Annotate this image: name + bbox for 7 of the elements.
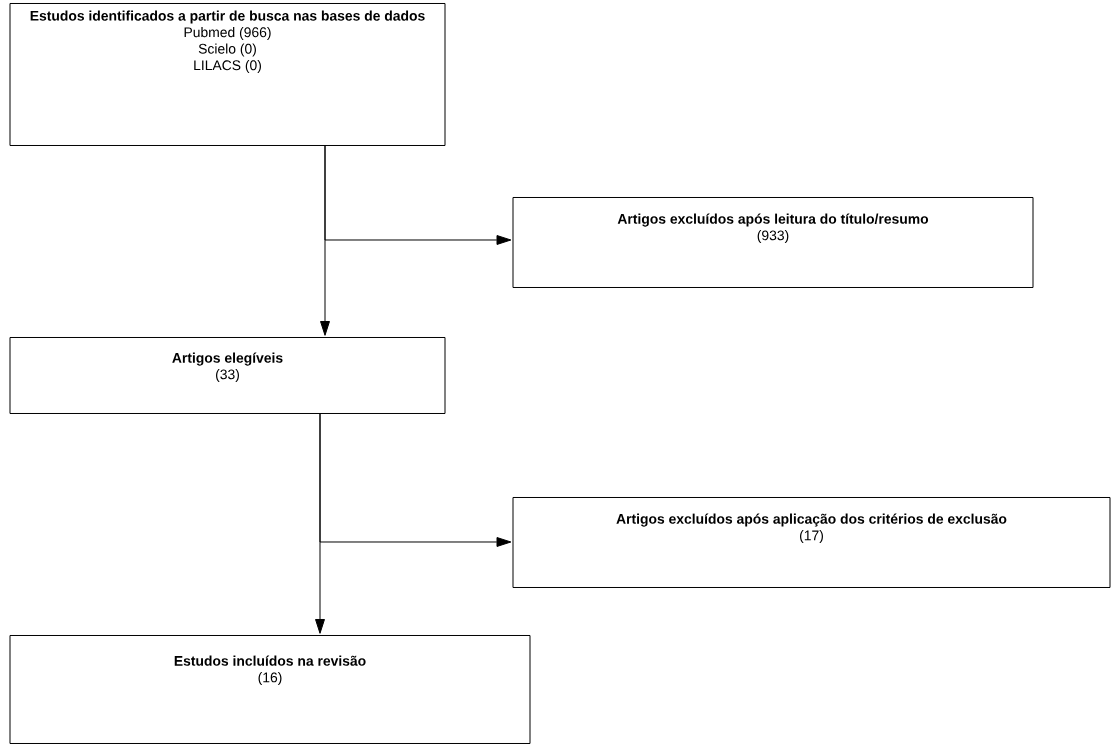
process-box: Artigos excluídos após aplicação dos critérios de exclusão (17) [512, 497, 1111, 588]
process-box: Estudos identificados a partir de busca nas bases de dados Pubmed (966) Scielo (0) LILACS (0) [9, 3, 446, 146]
arrow [324, 145, 512, 245]
arrow [319, 413, 512, 547]
process-box: Artigos elegíveis (33) [9, 337, 446, 414]
process-box: Artigos excluídos após leitura do título/resumo (933) [512, 197, 1034, 288]
process-box: Estudos incluídos na revisão (16) [9, 635, 531, 744]
